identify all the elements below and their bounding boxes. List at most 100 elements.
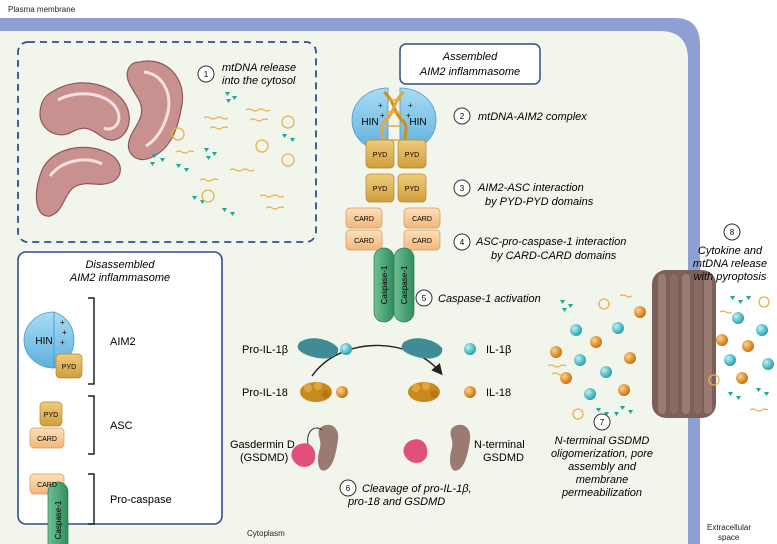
gsdmd-full: [291, 424, 339, 471]
step-5-marker: [415, 289, 433, 307]
step-7-line1: N-terminal GSDMD: [555, 435, 650, 447]
disassembled-box: [17, 251, 223, 525]
caspase-label: Caspase-1: [400, 265, 409, 304]
caspase-label: Caspase-1: [380, 265, 389, 304]
disassembled-asc: [29, 401, 65, 449]
step-6-marker: [339, 479, 357, 497]
extracellular-label-2: space: [718, 533, 740, 542]
step-7-marker: [593, 413, 611, 431]
disassembled-title-1: Disassembled: [85, 259, 155, 271]
card-label: CARD: [354, 216, 374, 223]
step-7-number: 7: [600, 418, 605, 427]
disassembled-title-2: AIM2 inflammasome: [69, 272, 170, 284]
il1b-mature: [464, 343, 476, 355]
disassembled-procaspase: [29, 473, 69, 544]
step-7-line2: oligomerization, pore: [551, 448, 653, 460]
asc-label: ASC: [110, 420, 133, 432]
pyd-domain: [365, 173, 395, 203]
step-2-line1: mtDNA-AIM2 complex: [478, 111, 587, 123]
pyd-domain: [397, 139, 427, 169]
disassembled-aim2: [23, 311, 83, 379]
plus-sign: +: [408, 101, 413, 110]
assembled-title-2: AIM2 inflammasome: [419, 66, 520, 78]
pyd-domain: [365, 139, 395, 169]
nterm-label-1: N-terminal: [474, 439, 525, 451]
released-mtdna: [560, 296, 769, 416]
pyd-label: PYD: [373, 186, 387, 193]
step-7-line4: membrane: [576, 474, 629, 486]
card-domain: [345, 229, 383, 251]
pyd-domain: [397, 173, 427, 203]
plasma-membrane-label: Plasma membrane: [8, 5, 76, 14]
gsdmd-n-terminal: [403, 439, 428, 463]
step-8-number: 8: [730, 228, 735, 237]
step-2-marker: [453, 107, 471, 125]
asc-bracket: [88, 395, 95, 455]
procaspase-label: Pro-caspase: [110, 494, 172, 506]
il18-fragment: [408, 382, 440, 402]
step-1-number: 1: [204, 70, 209, 79]
pyd-label: PYD: [405, 152, 419, 159]
released-particles-outside: [716, 312, 774, 384]
cytoplasm-label: Cytoplasm: [247, 529, 285, 538]
step-3-number: 3: [460, 184, 465, 193]
gsdmd-label-2: (GSDMD): [240, 452, 288, 464]
step-8-line3: with pyroptosis: [694, 271, 767, 283]
step-8-marker: [723, 223, 741, 241]
step-4-line2: by CARD-CARD domains: [491, 250, 617, 262]
step-7-line5: permeabilization: [561, 487, 642, 499]
step-4-line1: ASC-pro-caspase-1 interaction: [475, 236, 626, 248]
pro-il18-label: Pro-IL-18: [242, 387, 288, 399]
card-domain: [403, 229, 441, 251]
step-3-line2: by PYD-PYD domains: [485, 196, 594, 208]
hin-label: HIN: [35, 336, 52, 347]
gsdmd-label-1: Gasdermin D: [230, 439, 295, 451]
step-6-line2: pro-18 and GSDMD: [347, 496, 445, 508]
card-label: CARD: [412, 238, 432, 245]
assembled-inflammasome: [345, 87, 441, 323]
step-2-number: 2: [460, 112, 465, 121]
mtdna-triangles: [150, 92, 295, 216]
card-domain: [403, 207, 441, 229]
plus-sign: +: [60, 338, 65, 347]
pyd-label: PYD: [44, 412, 58, 419]
card-label: CARD: [37, 436, 57, 443]
cleavage-arrow: [311, 344, 443, 377]
mitochondrion-1: [39, 82, 130, 141]
released-dna-strands: [547, 294, 769, 412]
pro-il1b-label: Pro-IL-1β: [242, 344, 288, 356]
step-4-number: 4: [460, 238, 465, 247]
pyd-label: PYD: [62, 364, 76, 371]
step-1-line2: into the cytosol: [222, 75, 296, 87]
step-3-marker: [453, 179, 471, 197]
released-mtdna-rings: [572, 296, 770, 420]
pro-il1b-molecule: [297, 338, 352, 359]
mtdna-fragments: [175, 108, 285, 210]
step-3-line1: AIM2-ASC interaction: [477, 182, 584, 194]
plus-sign: +: [380, 111, 385, 120]
step-6-line1: Cleavage of pro-IL-1β,: [362, 483, 472, 495]
mtdna-release-box: [17, 41, 317, 243]
step-8-line2: mtDNA release: [693, 258, 767, 270]
mtdna-rings: [171, 115, 295, 203]
step-1-line1: mtDNA release: [222, 62, 296, 74]
pyd-label: PYD: [373, 152, 387, 159]
il18-label: IL-18: [486, 387, 511, 399]
procaspase-bracket: [88, 473, 95, 525]
card-label: CARD: [412, 216, 432, 223]
pro-il18-molecule: [300, 382, 348, 402]
aim2-bracket: [88, 297, 95, 385]
assembled-title-box: [399, 43, 541, 85]
card-label: CARD: [37, 482, 57, 489]
plus-sign: +: [62, 328, 67, 337]
card-label: CARD: [354, 238, 374, 245]
gsdmd-pore: [652, 270, 716, 418]
extracellular-label: Extracellular: [707, 523, 751, 532]
step-7-line3: assembly and: [568, 461, 637, 473]
nterm-label-2: GSDMD: [483, 452, 524, 464]
plus-sign: +: [406, 111, 411, 120]
mitochondrion-2: [126, 60, 184, 161]
hin-label: HIN: [409, 117, 426, 128]
step-6-number: 6: [346, 484, 351, 493]
